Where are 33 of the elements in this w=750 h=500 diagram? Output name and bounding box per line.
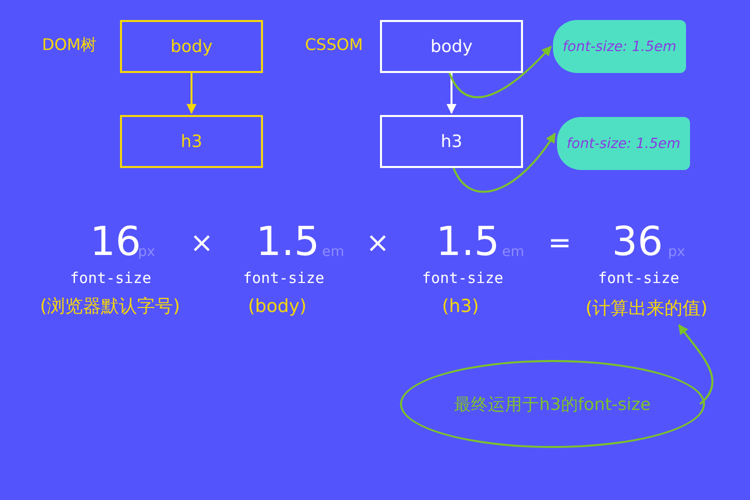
note-ellipse: 最终运用于h3的font-size — [400, 360, 705, 448]
tree-node-box: h3 — [120, 115, 263, 168]
tree-node-box: body — [380, 20, 523, 73]
operator: × — [366, 228, 390, 259]
operator: = — [548, 228, 572, 259]
caption: (h3) — [442, 297, 479, 317]
unit: em — [322, 245, 344, 260]
number: 16 — [90, 220, 141, 264]
result-note: (计算出来的值) — [574, 293, 719, 323]
unit: em — [502, 245, 524, 260]
caption: (body) — [248, 297, 307, 317]
unit: px — [138, 245, 156, 260]
property-name: font-size — [422, 270, 504, 286]
arrow — [678, 324, 714, 405]
unit: px — [668, 245, 686, 260]
tree-node-box: body — [120, 20, 263, 73]
property-name: font-size — [243, 270, 324, 286]
number: 1.5 — [256, 220, 320, 264]
arrow — [186, 73, 196, 114]
tree-node-box: h3 — [380, 115, 523, 168]
style-bubble: font-size: 1.5em — [557, 117, 690, 170]
arrow — [448, 46, 552, 98]
caption: (浏览器默认字号) — [40, 297, 180, 317]
arrow — [452, 132, 556, 193]
tree-title: CSSOM — [305, 36, 363, 54]
property-name: font-size — [598, 270, 680, 286]
number: 1.5 — [436, 220, 500, 264]
property-name: font-size — [70, 270, 152, 286]
tree-title: DOM树 — [42, 36, 97, 54]
arrow — [446, 73, 456, 114]
number: 36 — [612, 220, 663, 264]
style-bubble: font-size: 1.5em — [553, 20, 686, 73]
operator: × — [190, 228, 214, 259]
